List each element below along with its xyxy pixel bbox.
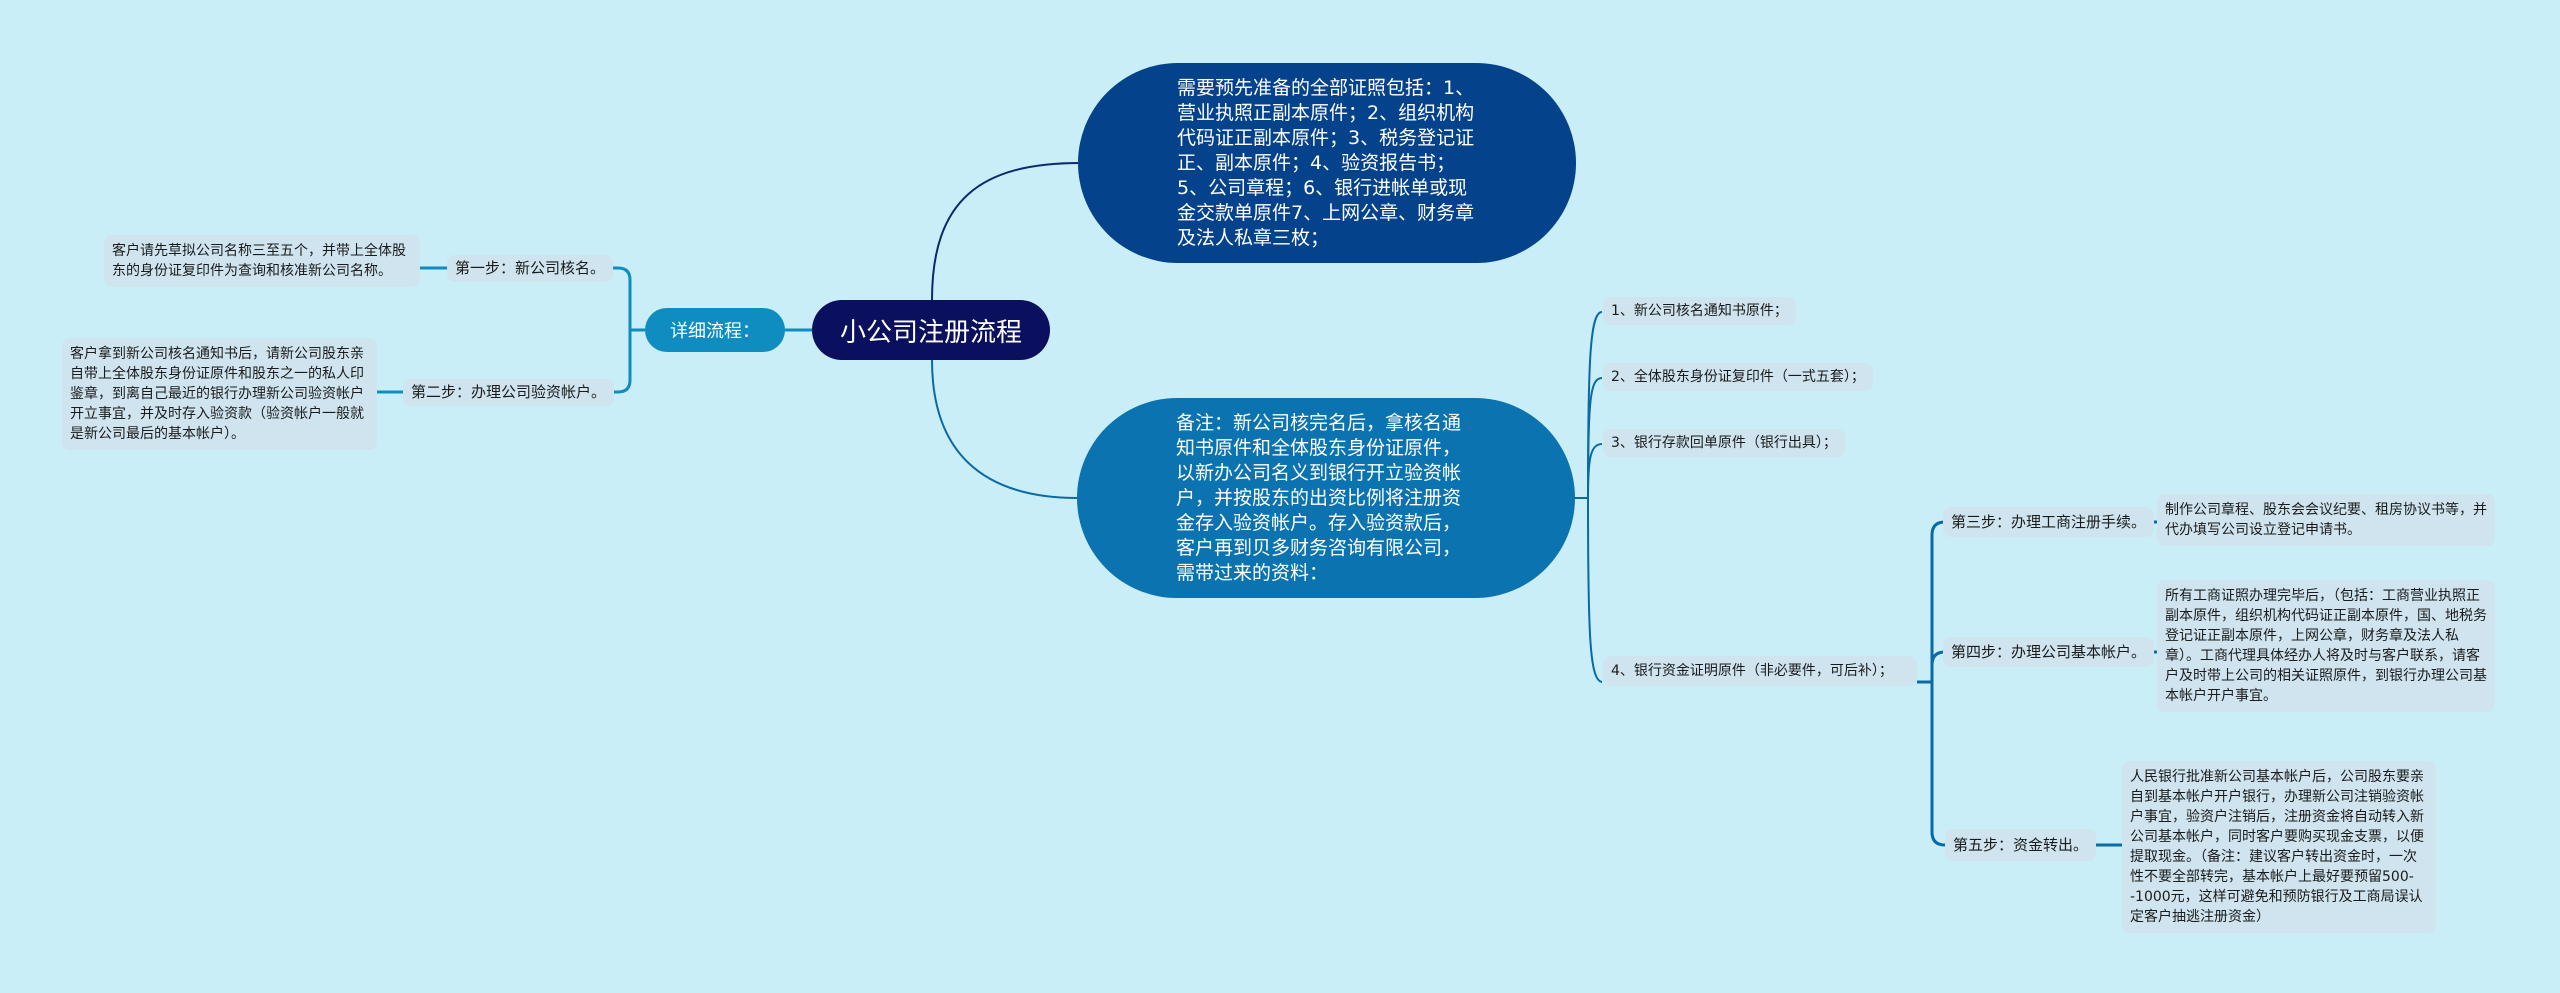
- step-1-node[interactable]: 第一步：新公司核名。: [447, 255, 614, 282]
- material-1-node[interactable]: 1、新公司核名通知书原件；: [1603, 297, 1796, 325]
- detail-process-node[interactable]: 详细流程：: [645, 308, 785, 352]
- material-3-node[interactable]: 3、银行存款回单原件（银行出具）；: [1603, 429, 1845, 457]
- step-5-node[interactable]: 第五步：资金转出。: [1945, 829, 2097, 861]
- step-1-label: 第一步：新公司核名。: [455, 259, 606, 277]
- step-2-detail-text: 客户拿到新公司核名通知书后，请新公司股东亲自带上全体股东身份证原件和股东之一的私…: [70, 346, 364, 442]
- step-2-label: 第二步：办理公司验资帐户。: [411, 383, 607, 401]
- material-4-text: 4、银行资金证明原件（非必要件，可后补）；: [1611, 663, 1893, 679]
- step-5-detail-node[interactable]: 人民银行批准新公司基本帐户后，公司股东要亲自到基本帐户开户银行，办理新公司注销验…: [2122, 761, 2436, 933]
- step-1-detail-text: 客户请先草拟公司名称三至五个，并带上全体股东的身份证复印件为查询和核准新公司名称…: [112, 243, 406, 279]
- step-4-label: 第四步：办理公司基本帐户。: [1951, 643, 2147, 661]
- step-2-node[interactable]: 第二步：办理公司验资帐户。: [403, 379, 615, 406]
- note-text: 备注：新公司核完名后，拿核名通知书原件和全体股东身份证原件，以新办公司名义到银行…: [1176, 411, 1462, 584]
- material-1-text: 1、新公司核名通知书原件；: [1611, 303, 1788, 319]
- step-2-detail-node[interactable]: 客户拿到新公司核名通知书后，请新公司股东亲自带上全体股东身份证原件和股东之一的私…: [62, 338, 377, 450]
- note-node[interactable]: 备注：新公司核完名后，拿核名通知书原件和全体股东身份证原件，以新办公司名义到银行…: [1077, 398, 1575, 598]
- step-5-detail-text: 人民银行批准新公司基本帐户后，公司股东要亲自到基本帐户开户银行，办理新公司注销验…: [2130, 769, 2424, 925]
- root-node[interactable]: 小公司注册流程: [812, 300, 1050, 360]
- required-documents-node[interactable]: 需要预先准备的全部证照包括：1、营业执照正副本原件；2、组织机构代码证正副本原件…: [1078, 63, 1576, 263]
- material-2-text: 2、全体股东身份证复印件（一式五套）；: [1611, 369, 1865, 385]
- material-3-text: 3、银行存款回单原件（银行出具）；: [1611, 435, 1837, 451]
- step-4-detail-node[interactable]: 所有工商证照办理完毕后，（包括：工商营业执照正副本原件，组织机构代码证正副本原件…: [2157, 580, 2495, 712]
- detail-process-label: 详细流程：: [670, 321, 760, 342]
- step-4-detail-text: 所有工商证照办理完毕后，（包括：工商营业执照正副本原件，组织机构代码证正副本原件…: [2165, 588, 2487, 704]
- root-label: 小公司注册流程: [839, 317, 1022, 348]
- required-documents-text: 需要预先准备的全部证照包括：1、营业执照正副本原件；2、组织机构代码证正副本原件…: [1177, 76, 1475, 249]
- step-1-detail-node[interactable]: 客户请先草拟公司名称三至五个，并带上全体股东的身份证复印件为查询和核准新公司名称…: [104, 235, 420, 287]
- step-3-label: 第三步：办理工商注册手续。: [1951, 513, 2147, 531]
- step-3-detail-text: 制作公司章程、股东会会议纪要、租房协议书等，并代办填写公司设立登记申请书。: [2165, 502, 2487, 538]
- material-4-node[interactable]: 4、银行资金证明原件（非必要件，可后补）；: [1603, 656, 1917, 686]
- step-3-node[interactable]: 第三步：办理工商注册手续。: [1943, 507, 2155, 537]
- step-5-label: 第五步：资金转出。: [1953, 836, 2089, 854]
- material-2-node[interactable]: 2、全体股东身份证复印件（一式五套）；: [1603, 363, 1873, 391]
- step-4-node[interactable]: 第四步：办理公司基本帐户。: [1943, 637, 2155, 667]
- step-3-detail-node[interactable]: 制作公司章程、股东会会议纪要、租房协议书等，并代办填写公司设立登记申请书。: [2157, 494, 2495, 546]
